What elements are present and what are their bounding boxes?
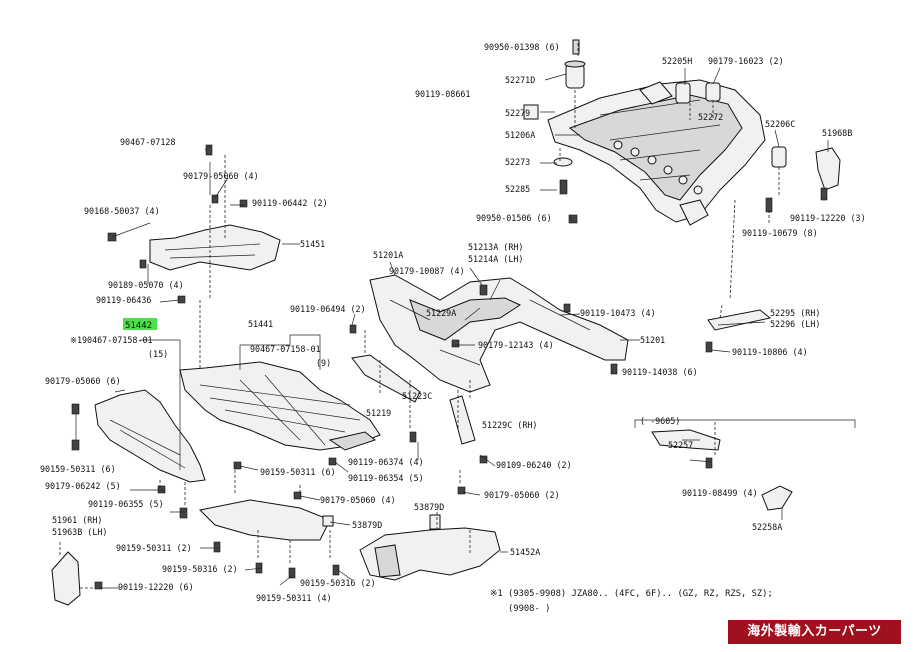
part-label: 90179-05060 (4)	[320, 495, 396, 505]
part-label: (9)	[316, 358, 331, 368]
part-label: 90189-05070 (4)	[108, 280, 184, 290]
part-label: 90159-50316 (2)	[162, 564, 238, 574]
front-crossmember	[349, 274, 629, 464]
part-label: 90168-50037 (4)	[84, 206, 160, 216]
part-label: 90119-10679 (8)	[742, 228, 818, 238]
part-label: 52272	[698, 112, 723, 122]
part-label: 53879D	[352, 520, 382, 530]
part-label: 52285	[505, 184, 530, 194]
part-label: 52206C	[765, 119, 795, 129]
part-label: 51961 (RH)	[52, 515, 102, 525]
part-label: 90109-06240 (2)	[496, 460, 572, 470]
part-label: 90119-06442 (2)	[252, 198, 328, 208]
part-label: 51968B	[822, 128, 852, 138]
part-label: 52296 (LH)	[770, 319, 820, 329]
part-label: 51201A	[373, 250, 403, 260]
part-label: 90159-50311 (4)	[256, 593, 332, 603]
bushing-parts	[523, 39, 841, 224]
part-label: 90119-10473 (4)	[580, 308, 656, 318]
part-label: ※1	[70, 335, 82, 345]
footnote-line-2: (9908- )	[508, 604, 550, 614]
part-label: 90119-12220 (6)	[118, 582, 194, 592]
highlight-51442	[123, 318, 157, 330]
part-label: 51213A (RH)	[468, 242, 523, 252]
part-label: 90179-05060 (4)	[183, 171, 259, 181]
part-label: 53879D	[414, 502, 444, 512]
part-label: 90159-50311 (6)	[260, 467, 336, 477]
part-label: 51206A	[505, 130, 535, 140]
part-label: 51441	[248, 319, 273, 329]
part-label: 90119-06354 (5)	[348, 473, 424, 483]
part-label: 90119-08499 (4)	[682, 488, 758, 498]
part-label: 90179-05060 (2)	[484, 490, 560, 500]
date-range-bracket	[634, 419, 856, 428]
part-label: 51223C	[402, 391, 432, 401]
part-label: 52279	[505, 108, 530, 118]
part-label: 51229A	[426, 308, 456, 318]
part-label: 90119-06355 (5)	[88, 499, 164, 509]
part-label: 90159-50316 (2)	[300, 578, 376, 588]
side-cover-51442	[71, 389, 206, 519]
part-label: 51963B (LH)	[52, 527, 107, 537]
part-label: 90950-01506 (6)	[476, 213, 552, 223]
footnote-line-1: ※1 (9305-9908) JZA80.. (4FC, 6F).. (GZ, …	[490, 589, 773, 599]
part-label: 52258A	[752, 522, 782, 532]
part-label: 90179-05060 (6)	[45, 376, 121, 386]
lower-covers	[51, 486, 501, 606]
part-label: 90119-06374 (4)	[348, 457, 424, 467]
part-label: 90159-50311 (2)	[116, 543, 192, 553]
part-label: 51201	[640, 335, 665, 345]
part-label: 90119-06436	[96, 295, 151, 305]
part-label: 90179-16023 (2)	[708, 56, 784, 66]
part-label: 90119-06494 (2)	[290, 304, 366, 314]
part-label: 90179-06242 (5)	[45, 481, 121, 491]
part-label: 51451	[300, 239, 325, 249]
part-label: 52271D	[505, 75, 535, 85]
engine-under-cover-51441	[179, 361, 381, 470]
part-label: 51442	[125, 321, 152, 331]
part-label: 51452A	[510, 547, 540, 557]
shop-badge: 海外製輸入カーパーツ	[728, 620, 901, 644]
part-label: 90119-12220 (3)	[790, 213, 866, 223]
leader-lines	[59, 42, 829, 589]
part-label: 90467-07158-01	[250, 344, 321, 354]
part-label: 90159-50311 (6)	[40, 464, 116, 474]
front-shield-51451	[107, 144, 281, 304]
part-label: 90467-07128	[120, 137, 175, 147]
part-label: ( -9605)	[640, 416, 680, 426]
part-label: 90179-10087 (4)	[389, 266, 465, 276]
part-label: 90950-01398 (6)	[484, 42, 560, 52]
part-label: 90179-12143 (4)	[478, 340, 554, 350]
part-label: 51229C (RH)	[482, 420, 537, 430]
part-label: (15)	[148, 349, 168, 359]
part-label: 90467-07158-01	[82, 335, 153, 345]
part-label: 51214A (LH)	[468, 254, 523, 264]
part-labels: 90950-01398 (6) 52205H 90179-16023 (2) 5…	[40, 42, 866, 614]
part-label: 51219	[366, 408, 391, 418]
part-label: 52273	[505, 157, 530, 167]
part-label: 90119-08661	[415, 89, 470, 99]
part-label: 52257	[668, 440, 693, 450]
part-label: 52205H	[662, 56, 692, 66]
rear-suspension-member	[547, 79, 766, 226]
part-label: 90119-10806 (4)	[732, 347, 808, 357]
part-label: 52295 (RH)	[770, 308, 820, 318]
part-label: 90119-14038 (6)	[622, 367, 698, 377]
side-links	[651, 309, 793, 511]
